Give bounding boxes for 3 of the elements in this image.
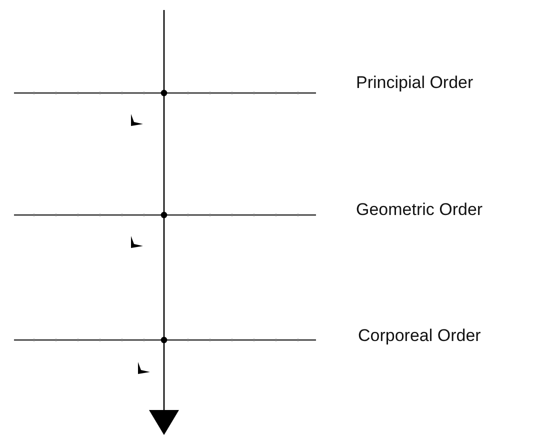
order-label: Geometric Order [356,200,483,220]
order-label: Principial Order [356,73,474,93]
order-label: Corporeal Order [358,326,481,346]
